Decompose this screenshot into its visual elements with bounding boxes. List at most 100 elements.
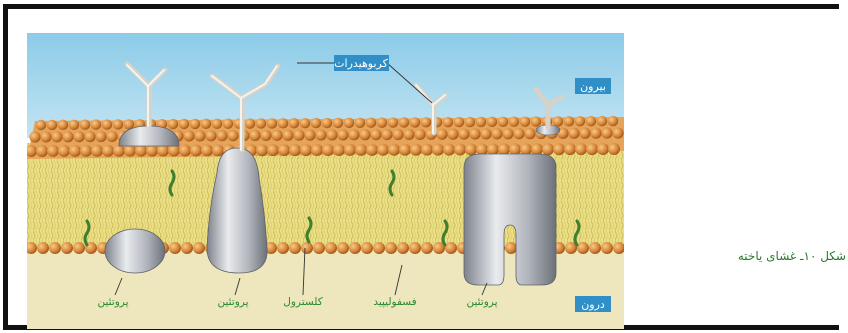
phospholipid-head xyxy=(421,144,433,156)
phospholipid-head xyxy=(531,116,541,126)
phospholipid-head xyxy=(575,116,585,126)
phospholipid-head xyxy=(193,242,205,254)
phospholipid-head xyxy=(410,144,422,156)
phospholipid-head xyxy=(212,144,224,156)
phospholipid-head xyxy=(399,144,411,156)
phospholipid-head xyxy=(205,130,216,141)
phospholipid-head xyxy=(355,118,365,128)
peripheral-protein-bottom xyxy=(105,229,165,273)
phospholipid-head xyxy=(465,144,477,156)
phospholipid-head xyxy=(315,129,326,140)
phospholipid-head xyxy=(377,144,389,156)
outside-label: بیرون xyxy=(580,80,606,93)
phospholipid-head xyxy=(326,129,337,140)
phospholipid-head xyxy=(47,145,59,157)
phospholipid-head xyxy=(322,118,332,128)
phospholipid-head xyxy=(577,242,589,254)
phospholipid-head xyxy=(454,117,464,127)
phospholipid-head xyxy=(590,128,601,139)
phospholipid-head xyxy=(278,118,288,128)
phospholipid-head xyxy=(509,117,519,127)
phospholipid-head xyxy=(102,119,112,129)
phospholipid-head xyxy=(502,128,513,139)
phospholipid-head xyxy=(333,118,343,128)
phospholipid-head xyxy=(509,143,521,155)
phospholipid-head xyxy=(277,242,289,254)
phospholipid-head xyxy=(293,130,304,141)
phospholipid-head xyxy=(410,117,420,127)
phospholipid-head xyxy=(190,144,202,156)
figure-caption: شکل ۱۰ـ غشای یاخته xyxy=(666,249,846,263)
phospholipid-head xyxy=(498,117,508,127)
carbohydrate-label: کربوهیدرات xyxy=(334,57,388,70)
phospholipid-head xyxy=(612,127,623,138)
phospholipid-head xyxy=(388,117,398,127)
phospholipid-head xyxy=(278,144,290,156)
phospholipid-head xyxy=(480,128,491,139)
phospholipid-head xyxy=(249,130,260,141)
inside-label: درون xyxy=(581,298,605,311)
phospholipid-head xyxy=(61,242,73,254)
protein-label-right: پروتئین xyxy=(466,296,497,308)
phospholipid-head xyxy=(190,119,200,129)
phospholipid-head xyxy=(95,131,106,142)
phospholipid-head xyxy=(337,129,348,140)
phospholipid-head xyxy=(524,128,535,139)
phospholipid-head xyxy=(520,143,532,155)
phospholipid-head xyxy=(443,144,455,156)
phospholipid-head xyxy=(337,242,349,254)
phospholipid-head xyxy=(169,242,181,254)
phospholipid-head xyxy=(409,242,421,254)
phospholipid-head xyxy=(201,144,213,156)
phospholipid-head xyxy=(377,117,387,127)
phospholipid-head xyxy=(179,144,191,156)
phospholipid-head xyxy=(579,128,590,139)
phospholipid-head xyxy=(553,143,565,155)
phospholipid-head xyxy=(392,129,403,140)
phospholipid-head xyxy=(322,144,334,156)
phospholipid-head xyxy=(608,116,618,126)
phospholipid-head xyxy=(421,242,433,254)
phospholipid-head xyxy=(106,131,117,142)
phospholipid-head xyxy=(73,242,85,254)
phospholipid-head xyxy=(333,144,345,156)
phospholipid-head xyxy=(304,130,315,141)
phospholipid-head xyxy=(359,129,370,140)
phospholipid-head xyxy=(589,242,601,254)
phospholipid-head xyxy=(168,119,178,129)
phospholipid-head xyxy=(476,117,486,127)
phospholipid-head xyxy=(447,129,458,140)
phospholipid-head xyxy=(69,145,81,157)
phospholipid-head xyxy=(421,117,431,127)
phospholipid-head xyxy=(212,119,222,129)
phospholipid-head xyxy=(597,116,607,126)
phospholipid-head xyxy=(381,129,392,140)
phospholipid-head xyxy=(564,143,576,155)
phospholipid-head xyxy=(586,143,598,155)
phospholipid-head xyxy=(267,118,277,128)
phospholipid-head xyxy=(58,145,70,157)
phospholipid-head xyxy=(37,242,49,254)
phospholipid-head xyxy=(487,117,497,127)
phospholipid-head xyxy=(267,144,279,156)
phospholipid-head xyxy=(80,145,92,157)
phospholipid-head xyxy=(216,130,227,141)
phospholipid-head xyxy=(47,120,57,130)
phospholipid-head xyxy=(69,120,79,130)
phospholipid-head xyxy=(73,131,84,142)
phospholipid-head xyxy=(491,128,502,139)
phospholipid-head xyxy=(62,131,73,142)
phospholipid-head xyxy=(568,128,579,139)
phospholipid-head xyxy=(102,145,114,157)
phospholipid-head xyxy=(301,242,313,254)
phospholipid-head xyxy=(531,143,543,155)
phospholipid-label: فسفولیپید xyxy=(373,296,416,308)
phospholipid-head xyxy=(91,119,101,129)
phospholipid-head xyxy=(300,144,312,156)
phospholipid-head xyxy=(564,116,574,126)
phospholipid-head xyxy=(601,127,612,138)
phospholipid-head xyxy=(361,242,373,254)
phospholipid-head xyxy=(513,128,524,139)
phospholipid-head xyxy=(201,119,211,129)
phospholipid-head xyxy=(469,128,480,139)
